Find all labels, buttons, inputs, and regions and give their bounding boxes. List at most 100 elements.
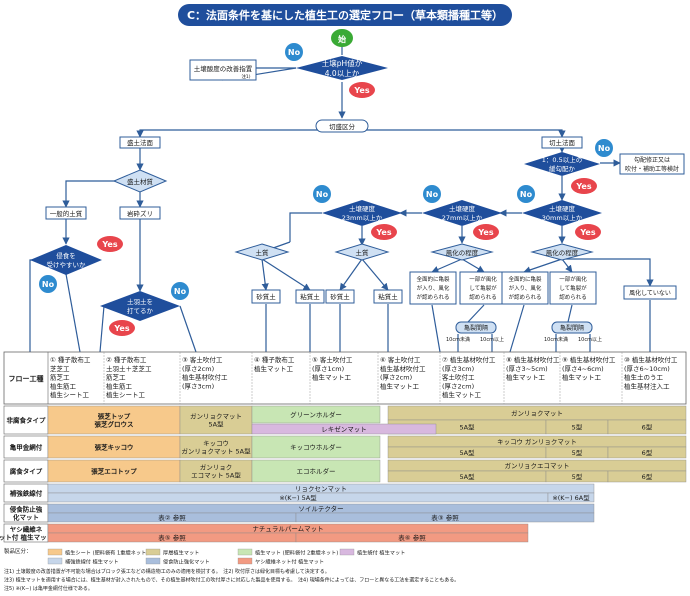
band-header-5: ット付 植生マット: [0, 533, 53, 542]
svg-text:注1): 注1): [241, 73, 250, 80]
svg-text:砂質土: 砂質土: [330, 292, 350, 301]
product-cell: [179, 405, 253, 435]
product-cell: [251, 435, 381, 459]
method-col-9-line: ⑨ 植生基材吹付工: [562, 355, 616, 364]
method-col-10-line: ⑩ 植生基材吹付工: [624, 355, 678, 364]
badge-no-hard23: No: [313, 185, 331, 203]
badge-yes-hard23: Yes: [371, 224, 397, 240]
node-fill-slope: 盛土法面: [119, 136, 161, 149]
legend-swatch: [145, 548, 161, 556]
svg-text:切土法面: 切土法面: [549, 138, 576, 147]
svg-text:が入り、風化: が入り、風化: [509, 284, 542, 292]
node-no-weathering: 風化していない: [623, 285, 677, 300]
svg-text:No: No: [426, 190, 439, 199]
badge-yes-drive: Yes: [109, 320, 135, 336]
decision-gentle-slope: 1：0.5以上の 緩勾配か: [524, 152, 600, 176]
method-col-7-line: (厚さ3cm): [442, 365, 474, 373]
product-name: キッコウ: [203, 440, 229, 448]
product-name: 張芝キッコウ: [95, 443, 134, 452]
node-clay-soil-a: 粘質土: [295, 289, 325, 304]
legend-item: ヤシ繊維ネット付 植生マット: [255, 558, 324, 566]
svg-text:土壌酸度の改善指置: 土壌酸度の改善指置: [194, 64, 253, 73]
product-name: ガンリョクマット: [190, 412, 242, 421]
product-name: 5A型: [208, 420, 224, 429]
legend-swatch: [339, 548, 355, 556]
product-name: ナチュラルパームマット: [252, 525, 323, 533]
svg-text:30mm以上か: 30mm以上か: [542, 213, 583, 222]
method-table: フロー工種: [3, 351, 687, 405]
svg-text:No: No: [174, 287, 187, 296]
svg-text:1：0.5以上の: 1：0.5以上の: [542, 155, 582, 164]
product-name: 表② 参照: [158, 513, 186, 522]
method-col-5-line: 植生マット工: [312, 373, 352, 382]
method-col-10-line: 植生基材注入工: [624, 381, 670, 390]
band-header-3: 補強鉄線付: [9, 489, 43, 498]
method-col-5-line: (厚さ1cm): [312, 365, 344, 373]
product-name: 6型: [642, 448, 653, 457]
method-col-3-line: ③ 客土吹付工: [182, 355, 223, 364]
flow-connectors: [29, 44, 654, 353]
node-weathering-a: 風化の程度: [430, 243, 494, 261]
band-header-4: 化マット: [13, 513, 39, 522]
svg-text:が入り、風化: が入り、風化: [417, 284, 450, 292]
badge-no-ph: No: [285, 43, 303, 61]
svg-text:勾配修正又は: 勾配修正又は: [634, 156, 670, 164]
svg-text:10cm以上: 10cm以上: [578, 336, 602, 343]
method-col-6-line: ⑥ 客土吹付工: [380, 355, 421, 364]
box-slope-correction: 勾配修正又は 吹付・補助工等検討: [619, 153, 685, 175]
band-header-4: 侵食防止強: [9, 505, 43, 514]
method-col-1-line: 芝芝工: [50, 364, 70, 373]
method-col-9-line: 植生マット工: [562, 373, 602, 382]
badge-yes-ph: Yes: [349, 82, 375, 98]
svg-text:一般的土質: 一般的土質: [50, 209, 83, 218]
node-fill-material: 盛土材質: [112, 169, 168, 193]
band-header-5: ヤシ繊維ネ: [10, 525, 43, 534]
badge-no-erodible: No: [39, 275, 57, 293]
svg-text:Yes: Yes: [113, 324, 129, 333]
legend-item: 植生マット (肥料袋付 2重織ネット): [255, 549, 338, 557]
product-name: 5型: [572, 472, 583, 481]
legend-swatch: [47, 557, 63, 565]
badge-yes-hard27: Yes: [473, 224, 499, 240]
svg-text:緩勾配か: 緩勾配か: [549, 164, 576, 173]
method-col-4-line: 植生マット工: [254, 364, 294, 373]
legend-label: 製品区分：: [4, 547, 32, 555]
node-sandy-soil-a: 砂質土: [251, 289, 281, 304]
svg-text:土壌硬度: 土壌硬度: [549, 204, 576, 213]
method-col-1-line: 植生シート工: [50, 390, 90, 399]
method-col-6-line: 植生基材吹付工: [380, 364, 426, 373]
svg-text:盛土材質: 盛土材質: [127, 177, 154, 186]
product-name: 表⑥ 参照: [398, 533, 426, 542]
node-full-crack-b: 全面的に亀裂 が入り、風化 が認められる: [501, 271, 549, 305]
svg-text:No: No: [316, 190, 329, 199]
node-full-crack-a: 全面的に亀裂 が入り、風化 が認められる: [409, 271, 457, 305]
box-soil-improvement: 土壌酸度の改善指置 注1): [189, 59, 257, 81]
product-cell: [251, 405, 381, 424]
product-name: 5A型: [459, 472, 475, 481]
node-weathering-b: 風化の程度: [530, 243, 594, 261]
product-name: 張芝グロウス: [95, 420, 134, 429]
product-name: 6型: [642, 472, 653, 481]
legend-swatch: [237, 557, 253, 565]
svg-text:全面的に亀裂: 全面的に亀裂: [508, 275, 542, 283]
badge-yes-hard30: Yes: [575, 224, 601, 240]
product-cell: [547, 492, 595, 503]
svg-text:土壌硬度: 土壌硬度: [349, 204, 376, 213]
node-partial-crack-b: 一部が風化 して亀裂が 認められる: [549, 271, 597, 305]
method-col-7-line: ⑦ 植生基材吹付工: [442, 355, 496, 364]
svg-text:亀裂間隔: 亀裂間隔: [464, 324, 488, 332]
node-rock-debris: 岩砕ズリ: [119, 206, 161, 220]
product-name: キッコウ ガンリョクマット: [497, 437, 577, 446]
node-crack-spacing-b: 亀裂間隔: [551, 321, 593, 334]
product-cell: [607, 419, 687, 435]
product-cell: [47, 405, 181, 435]
method-col-2-line: 筋芝工: [106, 373, 126, 382]
method-col-8-line: 植生マット工: [506, 373, 546, 382]
legend-item: 侵食防止強化マット: [163, 558, 210, 566]
node-clay-soil-b: 粘質土: [373, 289, 403, 304]
legend-swatch: [47, 548, 63, 556]
decision-hardness-30: 土壌硬度 30mm以上か: [522, 200, 602, 226]
node-sandy-soil-b: 砂質土: [325, 289, 355, 304]
svg-text:一部が風化: 一部が風化: [559, 275, 587, 283]
